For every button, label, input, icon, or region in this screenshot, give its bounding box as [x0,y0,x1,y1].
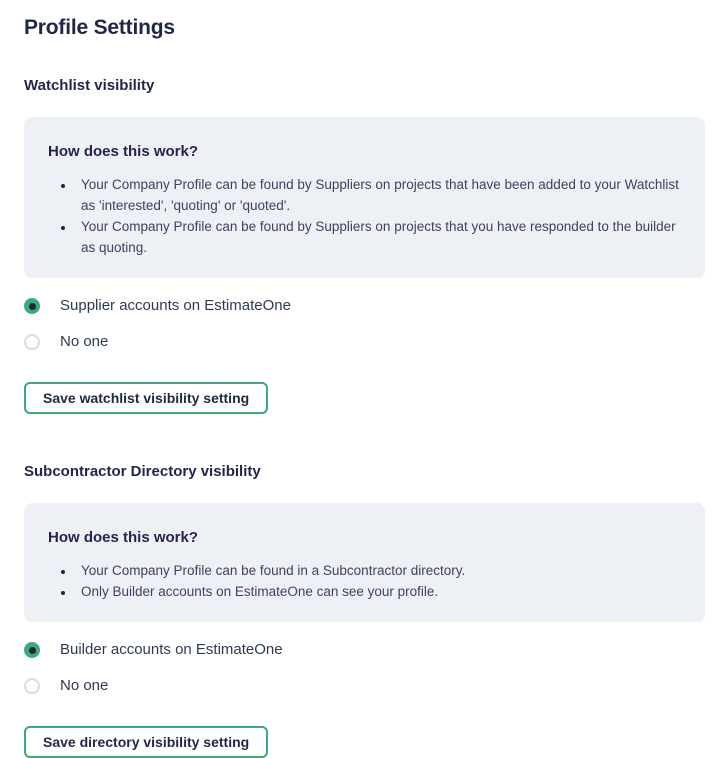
info-box-title: How does this work? [48,529,199,546]
radio-option-no-one-watchlist[interactable]: No one [24,332,705,352]
info-bullet: Your Company Profile can be found in a S… [75,560,681,581]
save-directory-visibility-button[interactable]: Save directory visibility setting [24,726,269,758]
radio-option-builder-accounts[interactable]: Builder accounts on EstimateOne [24,640,705,660]
directory-visibility-section: Subcontractor Directory visibility How d… [24,464,705,758]
section-heading-watchlist: Watchlist visibility [24,77,155,94]
directory-info-box: How does this work? Your Company Profile… [24,503,705,622]
info-box-title: How does this work? [48,143,199,160]
radio-selected-icon[interactable] [24,298,40,314]
info-bullet-list: Your Company Profile can be found by Sup… [48,174,681,258]
info-bullet: Your Company Profile can be found by Sup… [75,174,681,216]
radio-option-label: No one [60,677,109,694]
radio-unselected-icon[interactable] [24,334,40,350]
radio-selected-icon[interactable] [24,642,40,658]
radio-option-label: Supplier accounts on EstimateOne [60,297,291,314]
info-bullet: Your Company Profile can be found by Sup… [75,216,681,258]
info-bullet: Only Builder accounts on EstimateOne can… [75,581,681,602]
watchlist-visibility-radio-group: Supplier accounts on EstimateOne No one [24,296,705,352]
radio-option-supplier-accounts[interactable]: Supplier accounts on EstimateOne [24,296,705,316]
info-bullet-list: Your Company Profile can be found in a S… [48,560,681,602]
radio-option-label: Builder accounts on EstimateOne [60,641,283,658]
page-title: Profile Settings [24,16,175,39]
watchlist-info-box: How does this work? Your Company Profile… [24,117,705,278]
save-watchlist-visibility-button[interactable]: Save watchlist visibility setting [24,382,269,414]
radio-option-no-one-directory[interactable]: No one [24,676,705,696]
radio-unselected-icon[interactable] [24,678,40,694]
radio-option-label: No one [60,333,109,350]
directory-visibility-radio-group: Builder accounts on EstimateOne No one [24,640,705,696]
watchlist-visibility-section: Watchlist visibility How does this work?… [24,78,705,414]
section-heading-directory: Subcontractor Directory visibility [24,463,261,480]
